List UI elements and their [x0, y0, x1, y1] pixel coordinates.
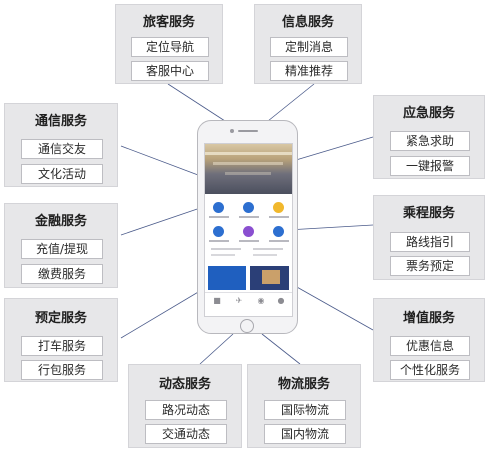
item-emergency-help: 紧急求助: [390, 131, 470, 151]
connector-trip: [286, 224, 374, 231]
app-icon: [243, 226, 254, 237]
connector-dynamic: [199, 333, 234, 365]
item-cultural-activities: 文化活动: [21, 164, 103, 184]
box-title: 增值服务: [402, 311, 455, 326]
phone-mockup: ■ ✈ ◉ ●: [197, 120, 298, 334]
box-title: 信息服务: [281, 15, 334, 30]
box-emergency-services: 应急服务 紧急求助 一键报警: [373, 95, 485, 179]
box-title: 旅客服务: [142, 15, 195, 30]
connector-booking: [120, 284, 211, 339]
connector-info: [267, 83, 315, 122]
box-communication-services: 通信服务 通信交友 文化活动: [4, 103, 118, 187]
phone-screen: ■ ✈ ◉ ●: [204, 143, 293, 317]
phone-home-button: [240, 319, 254, 333]
box-title: 动态服务: [158, 377, 211, 392]
item-domestic-logistics: 国内物流: [264, 424, 346, 444]
item-customer-center: 客服中心: [131, 61, 209, 81]
connector-emergency: [295, 136, 374, 161]
box-logistics-services: 物流服务 国际物流 国内物流: [247, 364, 361, 448]
box-title: 预定服务: [34, 311, 87, 326]
box-title: 应急服务: [402, 106, 455, 121]
item-one-key-alarm: 一键报警: [390, 156, 470, 176]
app-icon: [213, 226, 224, 237]
item-taxi-service: 打车服务: [21, 336, 103, 356]
profile-tab-icon: ●: [277, 296, 285, 305]
box-finance-services: 金融服务 充值/提现 缴费服务: [4, 203, 118, 288]
item-custom-messages: 定制消息: [270, 37, 348, 57]
item-discount-info: 优惠信息: [390, 336, 470, 356]
item-luggage-service: 行包服务: [21, 360, 103, 380]
item-social-contact: 通信交友: [21, 139, 103, 159]
travel-tab-icon: ✈: [235, 296, 243, 305]
box-dynamic-services: 动态服务 路况动态 交通动态: [128, 364, 242, 448]
box-title: 乘程服务: [402, 206, 455, 221]
home-tab-icon: ■: [213, 296, 221, 305]
connector-finance: [120, 204, 210, 236]
box-title: 金融服务: [34, 214, 87, 229]
app-icon: [243, 202, 254, 213]
service-tab-icon: ◉: [257, 296, 265, 305]
item-route-guidance: 路线指引: [390, 232, 470, 252]
promo-banner: [250, 266, 289, 290]
connector-comm: [120, 145, 199, 176]
connector-value: [287, 281, 374, 331]
box-booking-services: 预定服务 打车服务 行包服务: [4, 298, 118, 382]
promo-banner: [208, 266, 246, 290]
box-travel-services: 旅客服务 定位导航 客服中心: [115, 4, 223, 84]
phone-speaker: [238, 130, 258, 132]
app-icon: [213, 202, 224, 213]
item-location-navigation: 定位导航: [131, 37, 209, 57]
item-traffic-dynamics: 交通动态: [145, 424, 227, 444]
connector-travel: [167, 83, 226, 122]
app-icon: [273, 202, 284, 213]
item-recharge-withdraw: 充值/提现: [21, 239, 103, 259]
item-road-conditions: 路况动态: [145, 400, 227, 420]
item-precise-recommendation: 精准推荐: [270, 61, 348, 81]
connector-logistics: [261, 333, 301, 365]
item-personalized-service: 个性化服务: [390, 360, 470, 380]
box-title: 通信服务: [34, 114, 87, 129]
box-title: 物流服务: [277, 377, 330, 392]
box-value-added-services: 增值服务 优惠信息 个性化服务: [373, 298, 485, 382]
item-international-logistics: 国际物流: [264, 400, 346, 420]
box-info-services: 信息服务 定制消息 精准推荐: [254, 4, 362, 84]
station-photo: [205, 144, 292, 194]
phone-camera: [230, 129, 234, 133]
app-icon: [273, 226, 284, 237]
item-payment-service: 缴费服务: [21, 264, 103, 284]
item-ticket-booking: 票务预定: [390, 256, 470, 276]
box-trip-services: 乘程服务 路线指引 票务预定: [373, 195, 485, 280]
